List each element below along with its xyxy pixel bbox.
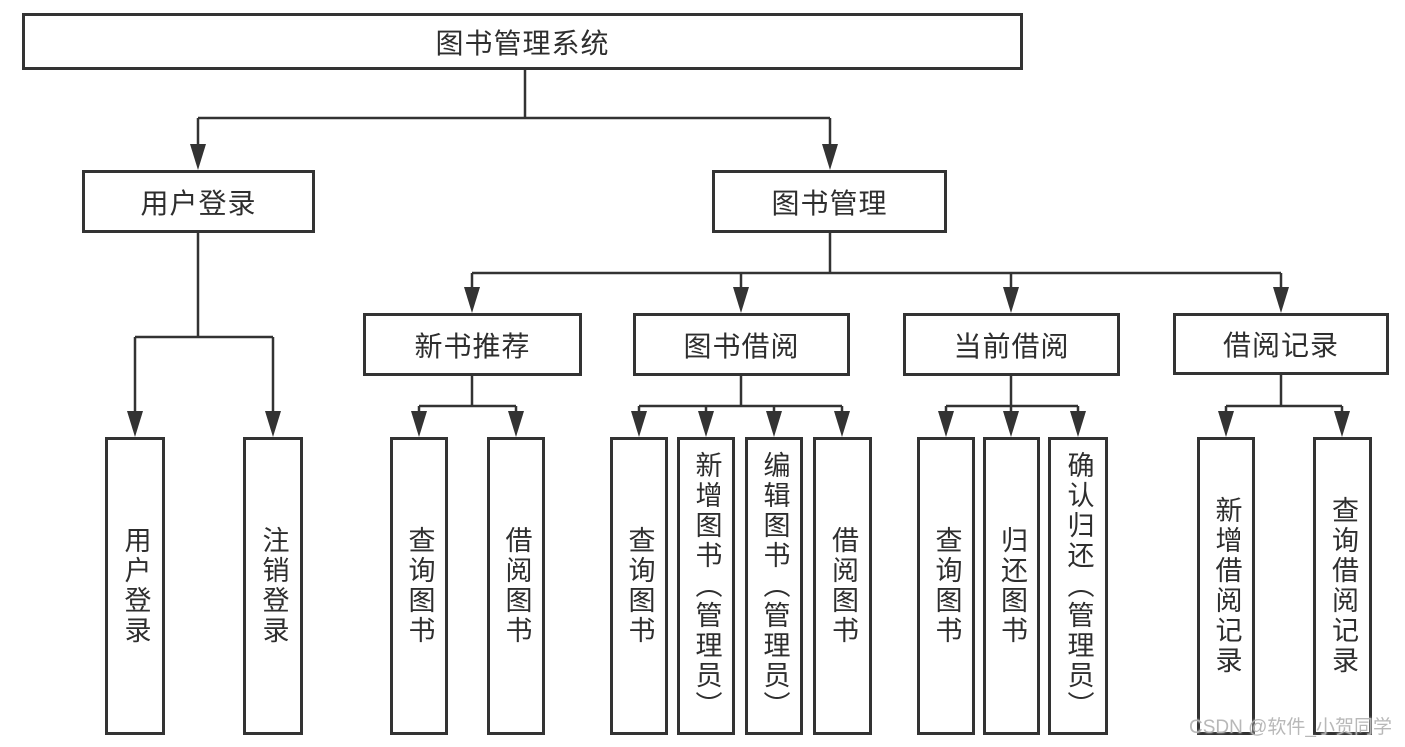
connector-segment (417, 376, 518, 415)
arrowhead-icon (698, 411, 714, 437)
arrowhead-icon (411, 411, 427, 437)
arrowhead-icon (766, 411, 782, 437)
node-new-book-recommend: 新书推荐 (363, 313, 582, 376)
node-label: 查询图书 (624, 526, 655, 646)
node-label: 归还图书 (997, 526, 1027, 646)
arrowhead-icon (508, 411, 524, 437)
node-label: 用户登录 (140, 188, 257, 220)
connector-root-to-level2 (190, 70, 838, 170)
node-label: 借阅记录 (1222, 331, 1339, 362)
node-user-login: 用户登录 (82, 170, 315, 233)
arrowhead-icon (1070, 411, 1086, 437)
leaf-query-borrow-record: 查询借阅记录 (1313, 437, 1372, 735)
leaf-query-books-current: 查询图书 (917, 437, 975, 735)
arrowhead-icon (464, 287, 480, 313)
node-label: 当前借阅 (953, 331, 1070, 363)
csdn-watermark: CSDN @软件_小贺同学 (1189, 717, 1392, 738)
node-library-management-system: 图书管理系统 (22, 13, 1023, 70)
node-label: 注销登录 (258, 526, 289, 646)
node-label: 查询图书 (404, 526, 435, 646)
arrowhead-icon (938, 411, 954, 437)
arrowhead-icon (733, 287, 749, 313)
arrowhead-icon (265, 411, 281, 437)
connector-segment (1224, 375, 1344, 415)
leaf-query-books-borrow: 查询图书 (610, 437, 668, 735)
arrowhead-icon (127, 411, 143, 437)
arrowhead-icon (190, 144, 206, 170)
connector-current-borrow-to-children (938, 376, 1086, 437)
node-label: 借阅图书 (501, 526, 532, 646)
node-label: 确认归还（管理员） (1063, 451, 1094, 721)
connector-segment (637, 376, 844, 415)
node-label: 新增图书（管理员） (691, 451, 722, 721)
connector-segment (133, 233, 275, 415)
arrowhead-icon (1003, 287, 1019, 313)
arrowhead-icon (1334, 411, 1350, 437)
node-label: 新增借阅记录 (1211, 496, 1242, 676)
node-current-borrow: 当前借阅 (903, 313, 1120, 376)
arrowhead-icon (631, 411, 647, 437)
connector-borrow-records-to-children (1218, 375, 1350, 437)
arrowhead-icon (834, 411, 850, 437)
connector-user-login-to-children (127, 233, 281, 437)
node-label: 图书管理 (771, 188, 888, 220)
node-label: 图书管理系统 (435, 28, 610, 60)
leaf-add-books-admin: 新增图书（管理员） (677, 437, 735, 735)
leaf-return-books: 归还图书 (983, 437, 1040, 735)
node-label: 查询图书 (931, 526, 962, 646)
arrowhead-icon (1273, 287, 1289, 313)
node-label: 新书推荐 (414, 331, 531, 363)
leaf-borrow-books: 借阅图书 (813, 437, 872, 735)
leaf-user-login: 用户登录 (105, 437, 165, 735)
node-label: 用户登录 (120, 526, 151, 646)
leaf-add-borrow-record: 新增借阅记录 (1197, 437, 1255, 735)
arrowhead-icon (1003, 411, 1019, 437)
connector-new-book-recommend-to-children (411, 376, 524, 437)
connector-book-management-to-sections (464, 233, 1289, 313)
leaf-borrow-books-recommend: 借阅图书 (487, 437, 545, 735)
leaf-edit-books-admin: 编辑图书（管理员） (745, 437, 803, 735)
node-book-borrow: 图书借阅 (633, 313, 850, 376)
connector-book-borrow-to-children (631, 376, 850, 437)
node-label: 查询借阅记录 (1328, 496, 1358, 676)
connector-segment (470, 233, 1283, 291)
arrowhead-icon (822, 144, 838, 170)
connector-segment (944, 376, 1080, 415)
node-label: 借阅图书 (828, 526, 858, 646)
node-label: 图书借阅 (683, 331, 800, 363)
leaf-logout: 注销登录 (243, 437, 303, 735)
leaf-confirm-return-admin: 确认归还（管理员） (1048, 437, 1108, 735)
node-label: 编辑图书（管理员） (759, 451, 790, 721)
leaf-query-books-recommend: 查询图书 (390, 437, 448, 735)
connector-segment (196, 70, 832, 150)
node-borrow-records: 借阅记录 (1173, 313, 1389, 375)
node-book-management: 图书管理 (712, 170, 947, 233)
arrowhead-icon (1218, 411, 1234, 437)
